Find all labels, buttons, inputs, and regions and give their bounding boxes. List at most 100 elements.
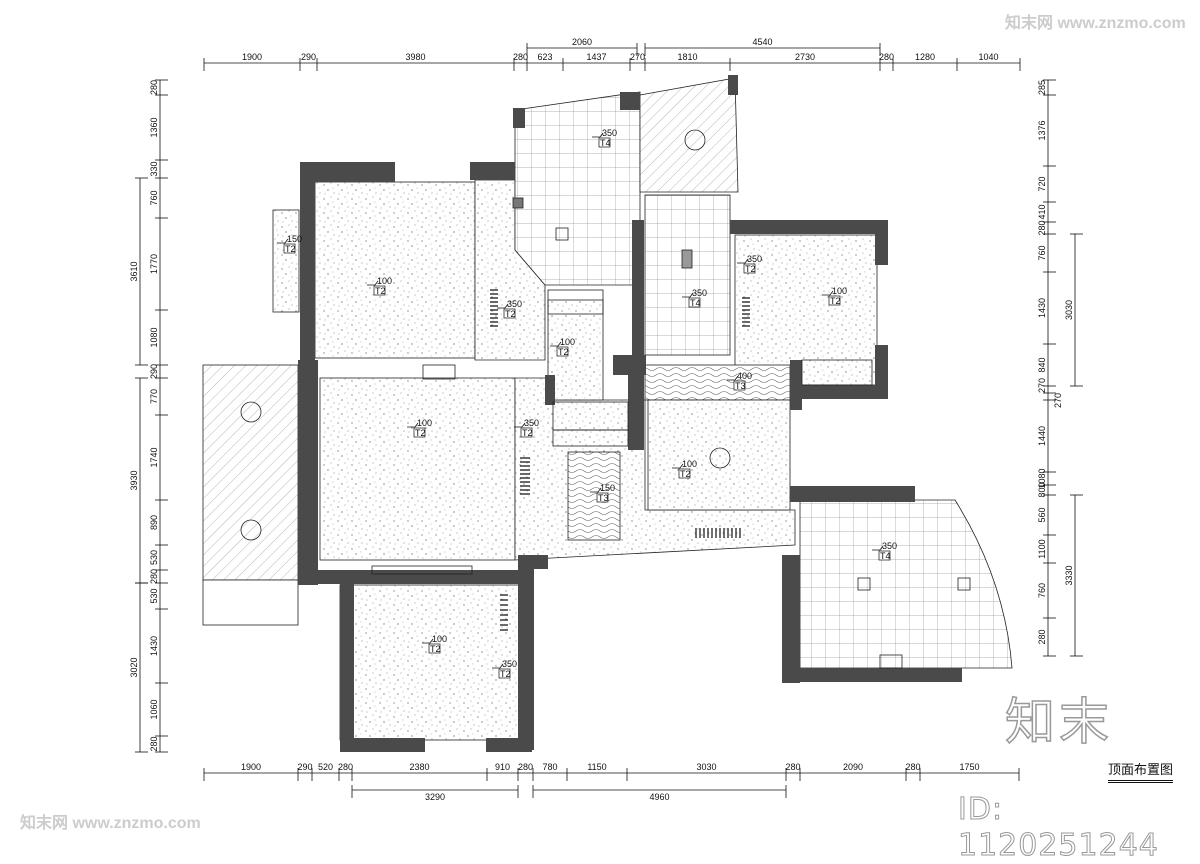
dim-bottom: 2090	[843, 762, 863, 772]
dim-right: 760	[1037, 245, 1047, 260]
watermark-text: 知末网 www.znzmo.com	[20, 813, 201, 832]
ceiling-height-labels: 150T2100T2350T2350T4100T2350T4350T2100T2…	[277, 128, 897, 679]
room-bedroom-top-left	[314, 181, 476, 359]
ceiling-tag: T3	[735, 381, 746, 391]
ceiling-plan: 知末网 www.znzmo.com 知末网 www.znzmo.com	[20, 13, 1186, 832]
dim-right: 285	[1037, 80, 1047, 95]
ceiling-height: 350	[507, 299, 522, 309]
dim-left: 890	[149, 515, 159, 530]
room-bathroom-top	[639, 77, 739, 193]
dim-bottom-total: 4960	[649, 792, 669, 802]
ceiling-tag: T4	[880, 551, 891, 561]
ceiling-tag: T4	[690, 298, 701, 308]
dim-bottom: 2380	[409, 762, 429, 772]
room-island	[567, 451, 621, 541]
dim-right: 270	[1037, 378, 1047, 393]
dim-left: 1080	[149, 327, 159, 347]
dim-bottom: 280	[518, 762, 533, 772]
dim-bottom: 290	[297, 762, 312, 772]
dim-bottom: 280	[785, 762, 800, 772]
ceiling-height: 350	[502, 659, 517, 669]
dim-left-total: 3020	[129, 657, 139, 677]
dim-top-total: 2060	[572, 37, 592, 47]
dim-bottom: 1900	[241, 762, 261, 772]
dim-left: 1430	[149, 636, 159, 656]
dim-right: 1080	[1037, 468, 1047, 488]
dim-top: 1040	[978, 52, 998, 62]
dim-top: 1437	[586, 52, 606, 62]
dim-left: 530	[149, 588, 159, 603]
dim-right: 720	[1037, 176, 1047, 191]
room-dining-strip	[644, 364, 791, 401]
room-kitchen	[514, 91, 641, 286]
dim-left: 770	[149, 389, 159, 404]
room-balcony-ext	[202, 579, 299, 626]
dim-top: 290	[301, 52, 316, 62]
dim-left-total: 3610	[129, 261, 139, 281]
room-bay-window	[272, 209, 300, 313]
dim-top: 1900	[242, 52, 262, 62]
dim-top: 1810	[677, 52, 697, 62]
ceiling-tag: T2	[505, 309, 516, 319]
ceiling-height: 350	[747, 254, 762, 264]
dim-left: 1060	[149, 699, 159, 719]
dim-top: 1280	[915, 52, 935, 62]
ceiling-tag: T2	[500, 669, 511, 679]
dim-top: 623	[537, 52, 552, 62]
floors	[202, 77, 1013, 741]
ceiling-height: 100	[377, 276, 392, 286]
dim-left: 290	[149, 364, 159, 379]
dim-top: 270	[630, 52, 645, 62]
dim-bottom: 1750	[959, 762, 979, 772]
ceiling-tag: T2	[375, 286, 386, 296]
dim-right: 1430	[1037, 298, 1047, 318]
walls	[298, 75, 962, 752]
ceiling-height: 100	[417, 418, 432, 428]
dim-right: 1376	[1037, 120, 1047, 140]
dim-right: 760	[1037, 583, 1047, 598]
room-living	[319, 377, 516, 561]
dim-right-total: 3030	[1064, 300, 1074, 320]
dim-right: 410	[1037, 204, 1047, 219]
watermarks: 知末网 www.znzmo.com 知末网 www.znzmo.com	[20, 13, 1186, 832]
room-bedroom-bottom	[339, 584, 521, 741]
dim-left: 330	[149, 161, 159, 176]
dim-bottom: 1150	[587, 762, 606, 772]
ceiling-tag: T2	[522, 428, 533, 438]
dim-bottom: 520	[318, 762, 333, 772]
dim-left: 280	[149, 736, 159, 751]
ceiling-tag: T3	[598, 493, 609, 503]
dim-left: 1740	[149, 447, 159, 467]
room-dining	[647, 399, 791, 511]
dim-right: 280	[1037, 629, 1047, 644]
ceiling-height: 350	[692, 288, 707, 298]
ceiling-tag: T2	[285, 244, 296, 254]
dim-top-total: 4540	[752, 37, 772, 47]
ceiling-height: 100	[432, 634, 447, 644]
ceiling-height: 100	[682, 459, 697, 469]
dim-top: 3980	[405, 52, 425, 62]
dim-left: 1770	[149, 254, 159, 274]
dim-bottom: 280	[905, 762, 920, 772]
ceiling-tag: T4	[600, 138, 611, 148]
dim-bottom: 910	[495, 762, 510, 772]
dim-right-total: 3330	[1064, 565, 1074, 585]
ceiling-height: 100	[560, 337, 575, 347]
watermark-text: 知末网 www.znzmo.com	[1005, 13, 1186, 32]
ceiling-height: 350	[524, 418, 539, 428]
dim-right: 800	[1037, 482, 1047, 497]
dim-top: 280	[513, 52, 528, 62]
dim-left: 280	[149, 569, 159, 584]
